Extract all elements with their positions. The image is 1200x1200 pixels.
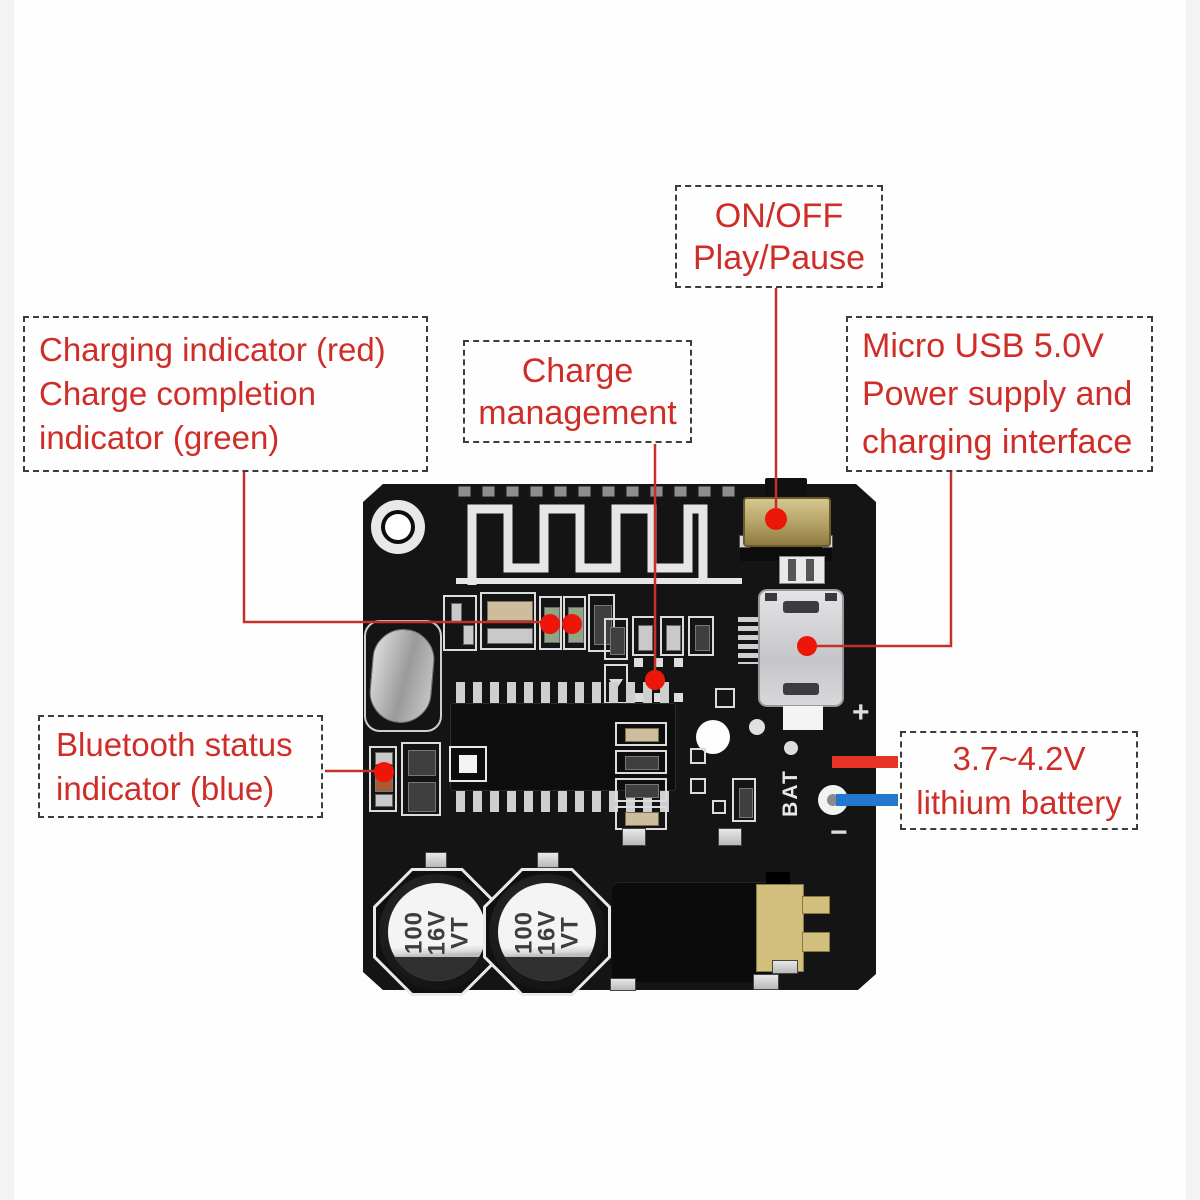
bluetooth-dot (374, 762, 394, 782)
charging-pointer-line (242, 472, 556, 624)
passive-cluster (588, 594, 615, 652)
audio-jack (756, 884, 804, 972)
charge-mgmt-part (688, 616, 714, 656)
label-line: Charging indicator (red) (39, 331, 386, 368)
minus-mark: − (830, 816, 848, 849)
antenna-trace (467, 504, 708, 585)
label-line: charging interface (862, 423, 1133, 461)
smd-component (779, 556, 825, 584)
charge-mgmt-part (660, 616, 684, 656)
label-line: management (478, 393, 677, 432)
small-silkscreen-box (715, 688, 735, 708)
label-line: lithium battery (916, 783, 1122, 821)
label-line: Play/Pause (693, 238, 865, 277)
resistor (615, 722, 667, 746)
small-silkscreen-box (690, 748, 706, 764)
solder-tab (718, 828, 742, 846)
audio-jack-prong (802, 932, 830, 952)
solder-tab (753, 974, 779, 990)
battery-plus-pad (449, 746, 487, 782)
charge-mgmt-part (604, 618, 628, 660)
capacitor-2: 100 16V VT (483, 868, 611, 996)
usb-slot (783, 601, 819, 613)
castellation-pads (457, 485, 736, 498)
label-line: 3.7~4.2V (952, 739, 1086, 777)
label-line: ON/OFF (714, 196, 844, 235)
label-line: Charge completion (39, 375, 316, 412)
bluetooth-soc-chip (450, 703, 676, 791)
label-charge-management: Charge management (463, 340, 692, 443)
passive-cluster (401, 742, 441, 816)
capacitor-top: 100 16V VT (388, 883, 486, 981)
resistor (615, 750, 667, 774)
small-silkscreen-box (712, 800, 726, 814)
label-line: Charge (521, 351, 634, 390)
push-button (743, 497, 831, 547)
label-line: indicator (blue) (56, 769, 275, 807)
resistor (615, 778, 667, 802)
small-silkscreen-box (690, 778, 706, 794)
label-on-off-play-pause: ON/OFF Play/Pause (675, 185, 883, 288)
via-hole (696, 720, 730, 754)
solder-tab (610, 978, 636, 991)
ic-pin-row-top (456, 682, 677, 704)
usb-dot (797, 636, 817, 656)
label-bluetooth-status: Bluetooth status indicator (blue) (38, 715, 323, 818)
audio-jack-tab (772, 960, 798, 974)
label-line: Bluetooth status (56, 725, 293, 763)
solder-tab (622, 828, 646, 846)
via-hole-small (749, 719, 765, 735)
label-micro-usb: Micro USB 5.0V Power supply and charging… (846, 316, 1153, 472)
charge-mgmt-dot (645, 670, 665, 690)
plus-mark: + (852, 696, 870, 729)
label-line: Micro USB 5.0V (862, 327, 1104, 365)
bottom-component (612, 882, 776, 982)
via-hole-small (784, 741, 798, 755)
audio-jack-mount (766, 872, 790, 886)
charging-led-dot-2 (562, 614, 582, 634)
label-line: indicator (green) (39, 419, 280, 456)
solder-tab (425, 852, 447, 868)
capacitor-top: 100 16V VT (498, 883, 596, 981)
charging-led-dot-1 (540, 614, 560, 634)
usb-pointer-line (812, 472, 953, 648)
mounting-hole (371, 500, 425, 554)
right-edge-tint (1186, 0, 1200, 1200)
left-edge-tint (0, 0, 14, 1200)
usb-slot (783, 683, 819, 695)
label-line: Power supply and (862, 375, 1133, 413)
onoff-dot (765, 508, 787, 530)
label-lithium-battery: 3.7~4.2V lithium battery (900, 731, 1138, 830)
usb-solder-tab (783, 706, 823, 730)
charge-mgmt-part (632, 616, 656, 656)
usb-pins (738, 617, 758, 664)
label-charging-indicator: Charging indicator (red) Charge completi… (23, 316, 428, 472)
capacitor-1: 100 16V VT (373, 868, 501, 996)
solder-tab (537, 852, 559, 868)
passive-cluster (732, 778, 756, 822)
audio-jack-prong (802, 896, 830, 914)
